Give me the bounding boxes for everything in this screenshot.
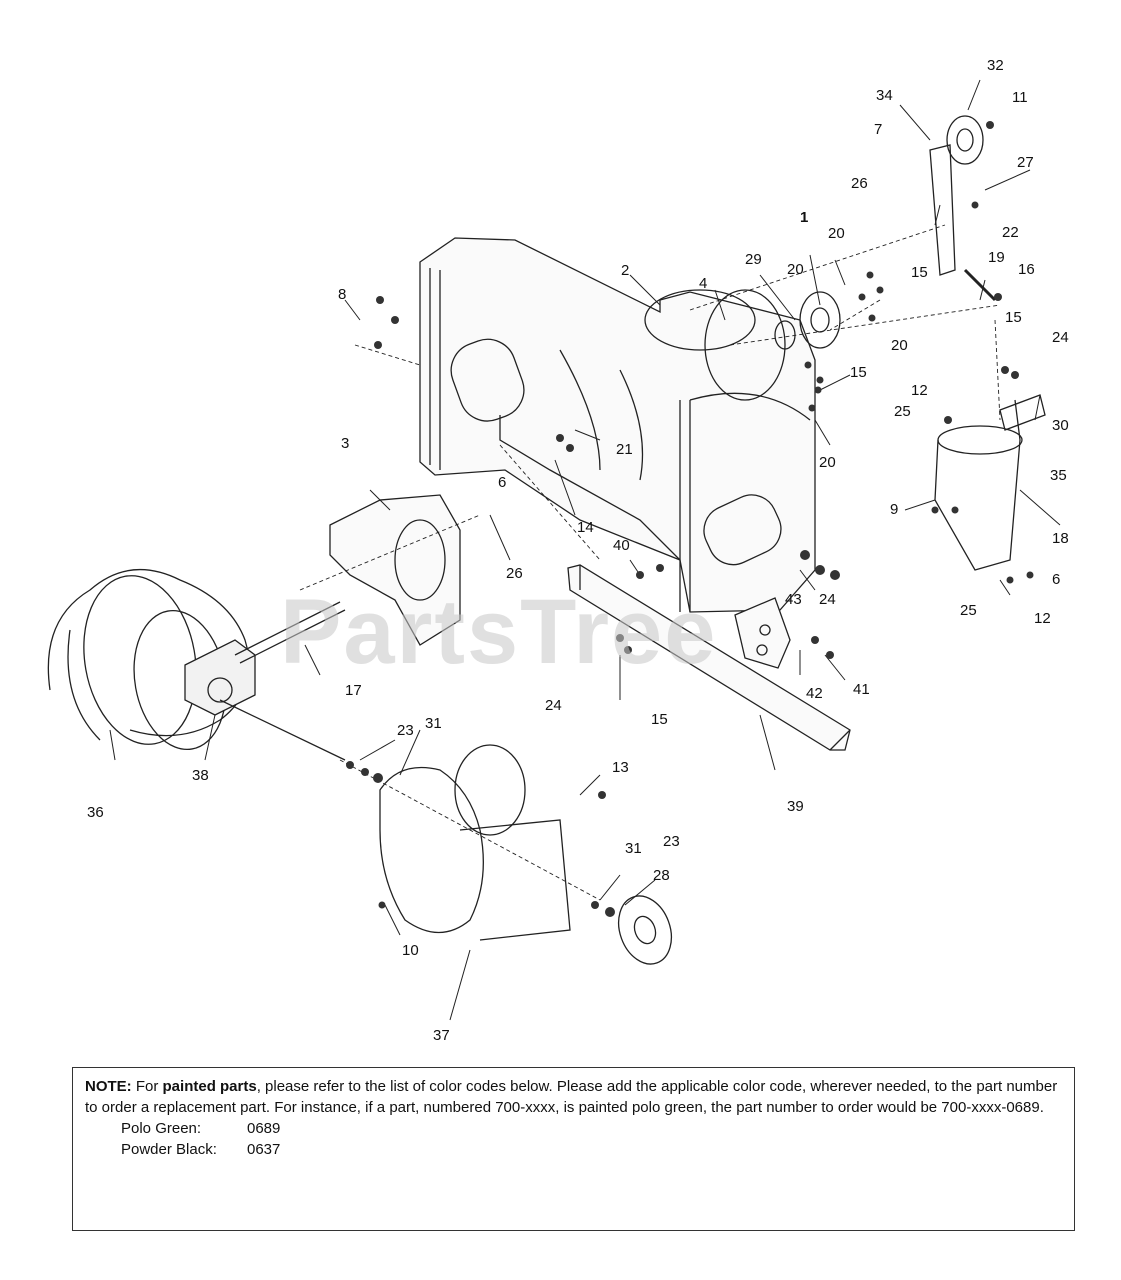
gearbox: [184, 639, 256, 716]
callout-24: 24: [819, 591, 836, 608]
callout-43: 43: [785, 591, 802, 608]
callout-14: 14: [577, 519, 594, 536]
callout-20: 20: [819, 454, 836, 471]
callout-42: 42: [806, 685, 823, 702]
callout-15: 15: [850, 364, 867, 381]
callout-8: 8: [338, 286, 347, 303]
callout-26: 26: [851, 175, 868, 192]
note-body: , please refer to the list of color code…: [85, 1078, 1058, 1116]
skid-shoe: [734, 597, 791, 669]
callout-11: 11: [1012, 89, 1028, 106]
callout-6: 6: [1052, 571, 1061, 588]
right-auger: [379, 744, 673, 965]
callout-1: 1: [800, 209, 809, 226]
callout-20: 20: [787, 261, 804, 278]
discharge-chute: [934, 394, 1046, 571]
callout-31: 31: [425, 715, 442, 732]
callout-27: 27: [1017, 154, 1034, 171]
callout-38: 38: [192, 767, 209, 784]
callout-4: 4: [699, 275, 708, 292]
callout-15: 15: [911, 264, 928, 281]
callout-41: 41: [853, 681, 870, 698]
callout-37: 37: [433, 1027, 450, 1044]
callout-13: 13: [612, 759, 629, 776]
callout-6: 6: [498, 474, 507, 491]
callout-20: 20: [891, 337, 908, 354]
callout-7: 7: [874, 121, 883, 138]
color-code-row: Powder Black: 0637: [85, 1139, 1062, 1160]
callout-15: 15: [651, 711, 668, 728]
leader-lines: [299, 224, 1001, 901]
note-text: NOTE: For painted parts, please refer to…: [85, 1076, 1062, 1118]
impeller: [329, 494, 461, 646]
callout-30: 30: [1052, 417, 1069, 434]
callout-20: 20: [828, 225, 845, 242]
callout-19: 19: [988, 249, 1005, 266]
callout-40: 40: [613, 537, 630, 554]
note-pre: For: [131, 1078, 163, 1095]
callout-35: 35: [1050, 467, 1067, 484]
callout-17: 17: [345, 682, 362, 699]
callout-23: 23: [663, 833, 680, 850]
callout-36: 36: [87, 804, 104, 821]
callout-25: 25: [960, 602, 977, 619]
note-box: NOTE: For painted parts, please refer to…: [72, 1067, 1075, 1231]
note-label: NOTE:: [85, 1078, 132, 1095]
auger-shaft: [219, 601, 346, 761]
callout-29: 29: [745, 251, 762, 268]
callout-21: 21: [616, 441, 633, 458]
hardware-fasteners: [346, 121, 1034, 917]
callout-9: 9: [890, 501, 899, 518]
callout-22: 22: [1002, 224, 1019, 241]
callout-12: 12: [1034, 610, 1051, 627]
callout-26: 26: [506, 565, 523, 582]
callout-2: 2: [621, 262, 630, 279]
color-code: 0637: [247, 1141, 281, 1158]
callout-31: 31: [625, 840, 642, 857]
callout-39: 39: [787, 798, 804, 815]
auger-housing: [419, 237, 816, 613]
callout-34: 34: [876, 87, 893, 104]
callout-16: 16: [1018, 261, 1035, 278]
callout-28: 28: [653, 867, 670, 884]
shave-plate: [567, 564, 851, 751]
color-name: Powder Black:: [121, 1141, 217, 1158]
impeller-housing: [644, 289, 841, 401]
color-code: 0689: [247, 1120, 281, 1137]
callout-25: 25: [894, 403, 911, 420]
chute-crank-bracket: [929, 115, 997, 302]
callout-24: 24: [1052, 329, 1069, 346]
callout-15: 15: [1005, 309, 1022, 326]
color-code-row: Polo Green: 0689: [85, 1118, 1062, 1139]
color-name: Polo Green:: [121, 1120, 202, 1137]
callout-arrows: [109, 79, 1061, 1021]
callout-32: 32: [987, 57, 1004, 74]
callout-3: 3: [341, 435, 350, 452]
callout-18: 18: [1052, 530, 1069, 547]
callout-24: 24: [545, 697, 562, 714]
callout-23: 23: [397, 722, 414, 739]
callout-12: 12: [911, 382, 928, 399]
left-auger: [47, 569, 250, 751]
callout-10: 10: [402, 942, 419, 959]
note-bold: painted parts: [162, 1078, 257, 1095]
watermark: PartsTree: [280, 581, 718, 683]
